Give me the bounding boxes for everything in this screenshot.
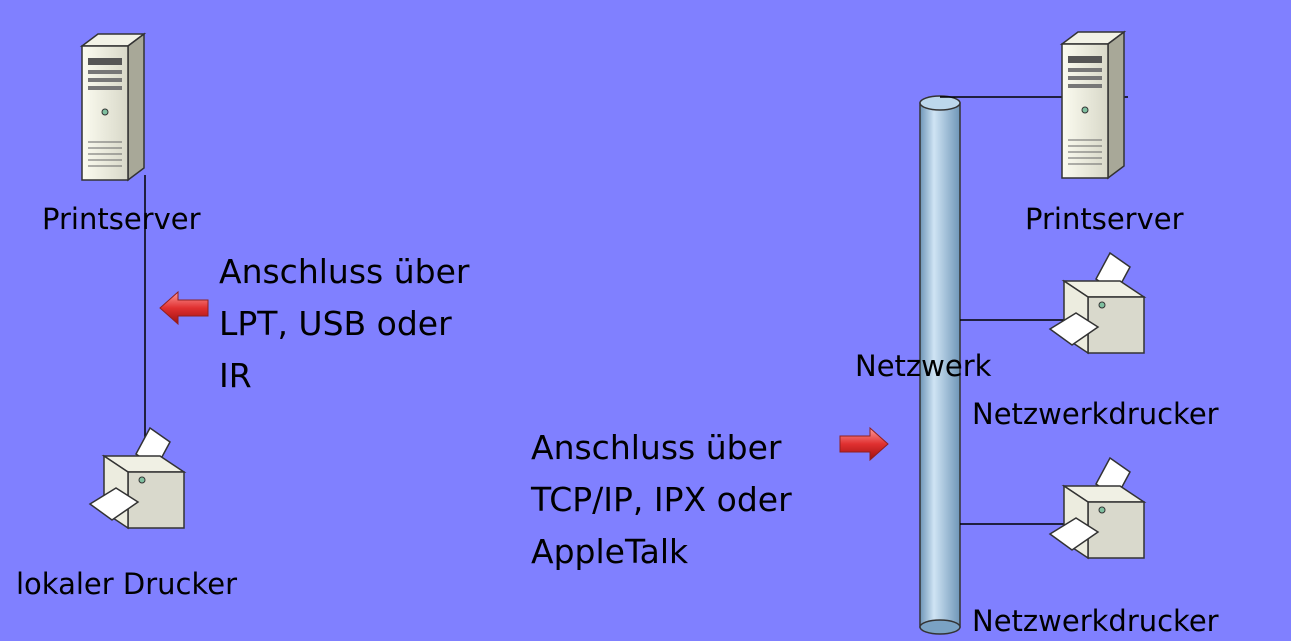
network-printer-1-icon [1049, 252, 1145, 354]
right-connection-line-3: AppleTalk [531, 532, 689, 571]
network-printer-2-label: Netzwerkdrucker [972, 604, 1219, 638]
right-connection-text: Anschluss über TCP/IP, IPX oder AppleTal… [531, 422, 792, 578]
right-connection-line-2: TCP/IP, IPX oder [531, 480, 792, 519]
right-server-icon [1061, 31, 1125, 179]
network-pipe-icon [919, 95, 961, 635]
left-connection-line-3: IR [219, 356, 252, 395]
local-printer-label: lokaler Drucker [16, 567, 237, 601]
network-printer-2-icon [1049, 457, 1145, 559]
right-server-label: Printserver [1025, 202, 1184, 236]
left-connection-text: Anschluss über LPT, USB oder IR [219, 246, 469, 402]
left-connection-line-1: Anschluss über [219, 252, 470, 291]
left-server-icon [81, 33, 145, 181]
network-label: Netzwerk [855, 349, 992, 383]
right-connection-line-1: Anschluss über [531, 428, 782, 467]
network-printer-1-label: Netzwerkdrucker [972, 397, 1219, 431]
left-arrow-icon [159, 291, 209, 325]
right-arrow-icon [839, 427, 889, 461]
left-server-label: Printserver [42, 202, 201, 236]
left-connection-line-2: LPT, USB oder [219, 304, 452, 343]
left-printer-icon [89, 427, 185, 529]
